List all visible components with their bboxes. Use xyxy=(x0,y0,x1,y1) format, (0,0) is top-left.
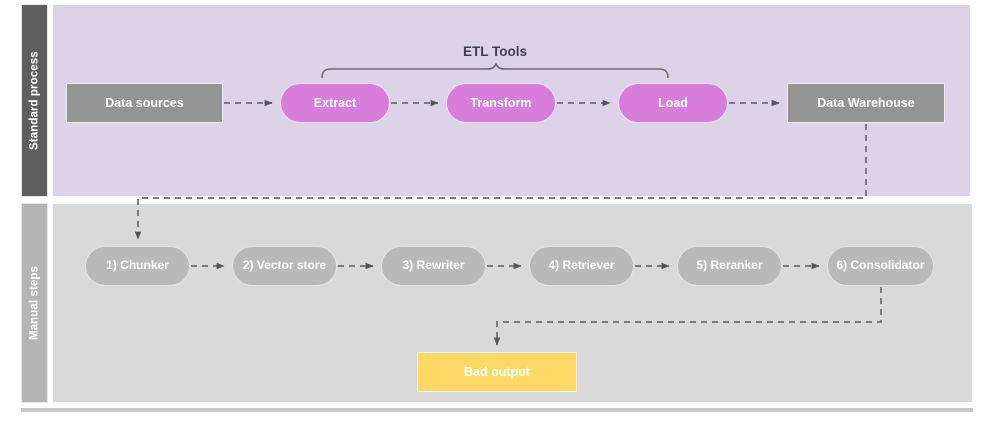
node-transform[interactable]: Transform xyxy=(446,83,556,123)
node-data-warehouse[interactable]: Data Warehouse xyxy=(787,83,945,123)
node-reranker[interactable]: 5) Reranker xyxy=(677,246,782,286)
node-chunker[interactable]: 1) Chunker xyxy=(85,246,190,286)
node-bad-output[interactable]: Bad output xyxy=(417,352,577,392)
node-consolidator[interactable]: 6) Consolidator xyxy=(827,246,934,286)
node-load[interactable]: Load xyxy=(618,83,728,123)
lane-standard-process-label: Standard process xyxy=(21,4,48,197)
node-vector-store[interactable]: 2) Vector store xyxy=(232,246,337,286)
node-rewriter[interactable]: 3) Rewriter xyxy=(381,246,486,286)
lane-manual-steps-label: Manual steps xyxy=(21,203,48,403)
node-extract[interactable]: Extract xyxy=(280,83,390,123)
bottom-divider xyxy=(21,408,973,412)
node-retriever[interactable]: 4) Retriever xyxy=(529,246,634,286)
etl-tools-label: ETL Tools xyxy=(463,44,527,59)
node-data-sources[interactable]: Data sources xyxy=(66,83,223,123)
